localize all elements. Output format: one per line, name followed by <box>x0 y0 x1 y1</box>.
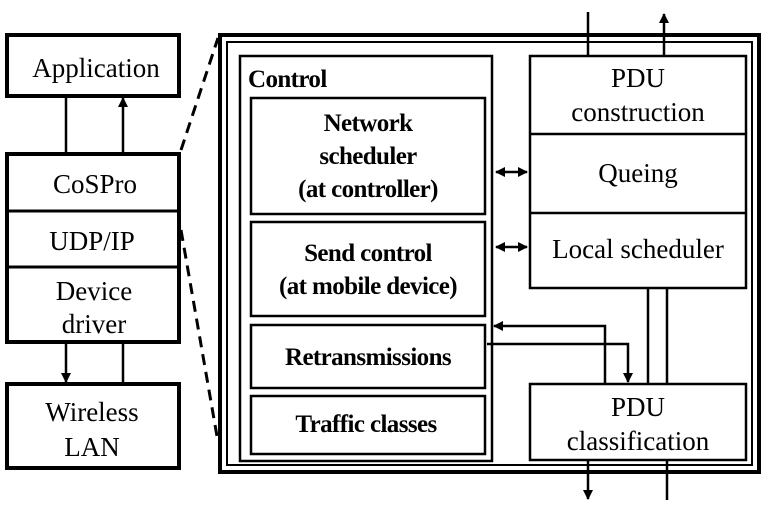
wireless-lan-label-2: LAN <box>64 432 120 462</box>
pdu-classification-label-1: PDU <box>611 392 665 422</box>
traffic-classes-box <box>249 394 487 456</box>
udpip-label: UDP/IP <box>49 226 135 256</box>
classification-to-retransmissions-arrow <box>493 321 607 384</box>
network-scheduler-label-1: Network <box>324 110 414 137</box>
wireless-lan-label-1: Wireless <box>45 397 138 427</box>
application-box <box>5 33 181 98</box>
send-control-box <box>249 220 487 318</box>
protocol-stack: Application CoSPro UDP/IP Device driver … <box>5 33 181 470</box>
network-scheduler-label-2: scheduler <box>319 143 417 170</box>
control-title: Control <box>248 66 327 93</box>
wireless-lan-box <box>5 382 181 470</box>
cospro-detail-panel: Control Network scheduler (at controller… <box>218 33 761 474</box>
cospro-label: CoSPro <box>53 169 137 199</box>
zoom-line-bottom <box>179 229 220 443</box>
device-driver-label-2: driver <box>62 309 126 339</box>
stack-box <box>5 152 181 344</box>
pdu-construction-label-2: construction <box>571 97 705 127</box>
send-control-label-1: Send control <box>304 240 432 267</box>
device-driver-label-1: Device <box>56 276 132 306</box>
zoom-line-top <box>179 37 220 151</box>
pdu-construction-label-1: PDU <box>611 63 665 93</box>
retransmissions-to-classification-arrow <box>487 342 633 383</box>
network-scheduler-box <box>249 96 487 216</box>
pdu-classification-label-2: classification <box>567 426 710 456</box>
pdu-classification-box <box>528 382 748 462</box>
pdu-processing-box <box>528 54 748 290</box>
queuing-label: Queing <box>598 158 677 188</box>
traffic-classes-label: Traffic classes <box>295 411 437 438</box>
retransmissions-box <box>249 323 487 390</box>
detail-inner-frame <box>226 41 753 466</box>
network-scheduler-label-3: (at controller) <box>298 176 438 203</box>
retransmissions-label: Retransmissions <box>285 344 452 371</box>
send-control-label-2: (at mobile device) <box>279 273 457 300</box>
application-label: Application <box>32 53 160 83</box>
local-scheduler-label: Local scheduler <box>552 234 724 264</box>
